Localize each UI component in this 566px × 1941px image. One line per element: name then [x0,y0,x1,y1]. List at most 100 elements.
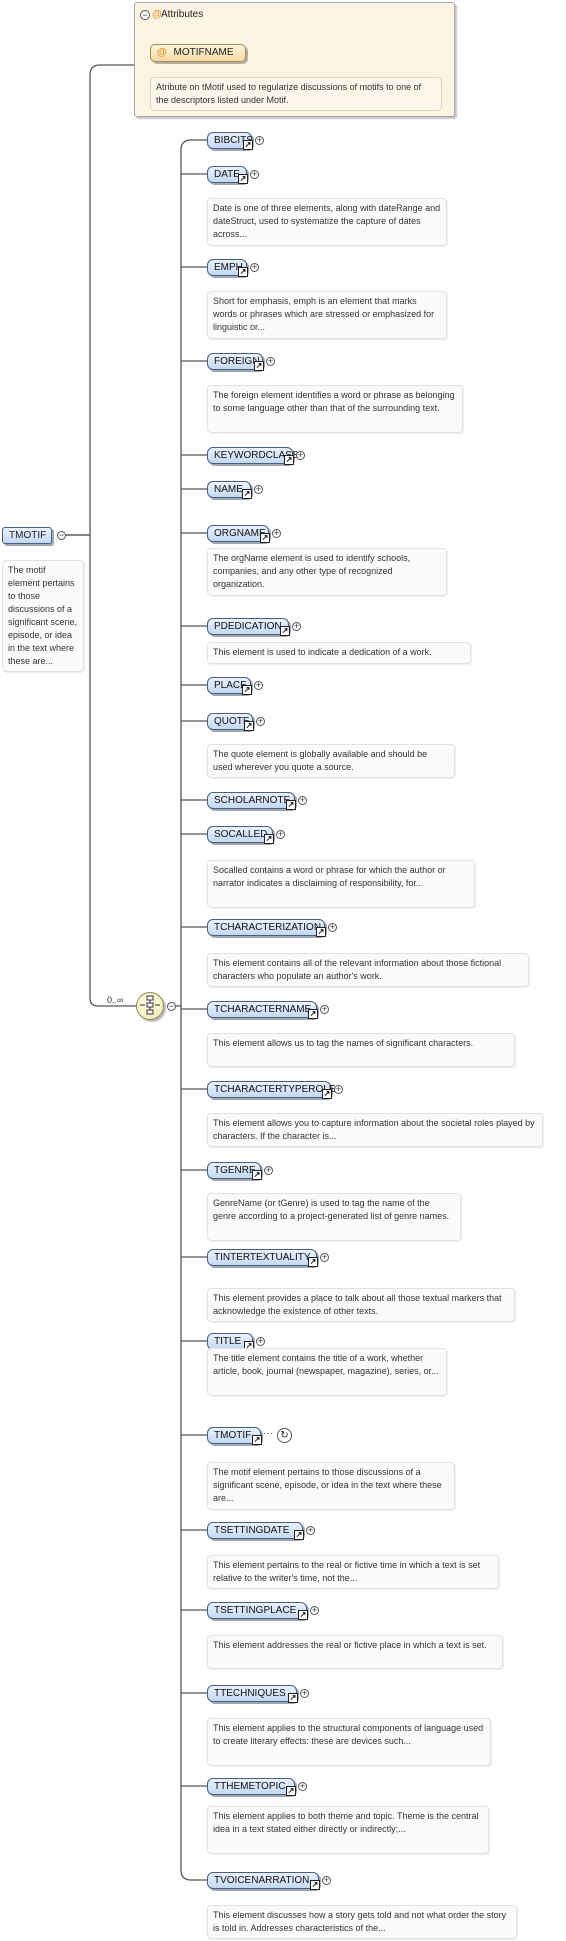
reference-arrow-icon: ↗ [252,1435,262,1445]
recursion-icon[interactable]: ↻ [277,1428,292,1443]
reference-arrow-icon: ↗ [316,927,326,937]
element-description: This element addresses the real or ficti… [207,1635,503,1669]
reference-arrow-icon: ↗ [254,361,264,371]
reference-arrow-icon: ↗ [244,721,254,731]
element-description: The orgName element is used to identify … [207,548,447,596]
element-title[interactable]: TITLE↗ [207,1333,254,1351]
element-scholarnote[interactable]: SCHOLARNOTE↗ [207,792,296,810]
expand-tsettingdate-button[interactable]: + [306,1525,315,1535]
reference-arrow-icon: ↗ [238,267,248,277]
sequence-compositor-icon[interactable] [136,992,164,1020]
element-name: TITLE [214,1336,242,1347]
expand-tsettingplace-button[interactable]: + [310,1605,319,1615]
element-tsettingdate[interactable]: TSETTINGDATE↗ [207,1522,304,1540]
attributes-collapse-button[interactable]: − [140,10,150,20]
element-name: PDEDICATION [214,621,282,632]
element-pdedication[interactable]: PDEDICATION↗ [207,618,290,636]
reference-arrow-icon: ↗ [280,626,290,636]
element-foreign[interactable]: FOREIGN↗ [207,353,264,371]
element-description: This element pertains to the real or fic… [207,1555,499,1589]
element-date[interactable]: DATE↗ [207,166,248,184]
reference-arrow-icon: ↗ [322,1089,332,1099]
expand-tthemetopic-button[interactable]: + [298,1781,307,1791]
element-name: TINTERTEXTUALITY [214,1252,311,1263]
expand-tcharacterization-button[interactable]: + [328,922,337,932]
element-description: This element is used to indicate a dedic… [207,642,471,664]
reference-arrow-icon: ↗ [286,1786,296,1796]
expand-scholarnote-button[interactable]: + [298,795,307,805]
element-tintertextuality[interactable]: TINTERTEXTUALITY↗ [207,1249,318,1267]
trunk-bottom-connector [180,1869,207,1881]
expand-tintertextuality-button[interactable]: + [320,1252,329,1262]
reference-arrow-icon: ↗ [264,834,274,844]
element-name: ORGNAME [214,528,266,539]
expand-title-button[interactable]: + [256,1336,265,1346]
recursion-dots: ··· [263,1428,273,1439]
reference-arrow-icon: ↗ [260,533,270,543]
element-tthemetopic[interactable]: TTHEMETOPIC↗ [207,1778,296,1796]
reference-arrow-icon: ↗ [286,800,296,810]
element-emph[interactable]: EMPH↗ [207,259,248,277]
element-description: The quote element is globally available … [207,744,455,778]
element-name: TSETTINGDATE [214,1525,290,1536]
element-description: Socalled contains a word or phrase for w… [207,860,475,908]
element-tmotif[interactable]: TMOTIF↗ [207,1427,262,1445]
expand-keywordclass-button[interactable]: + [296,450,305,460]
expand-pdedication-button[interactable]: + [292,621,301,631]
element-name: TVOICENARRATION [214,1875,310,1886]
element-bibcits[interactable]: BIBCITS↗ [207,132,253,150]
attribute-motifname[interactable]: @ MOTIFNAME [150,44,246,62]
reference-arrow-icon: ↗ [238,174,248,184]
expand-socalled-button[interactable]: + [276,829,285,839]
element-keywordclass[interactable]: KEYWORDCLASS↗ [207,447,298,465]
root-element-tmotif[interactable]: TMOTIF [2,527,52,544]
expand-tcharactername-button[interactable]: + [320,1004,329,1014]
element-socalled[interactable]: SOCALLED↗ [207,826,274,844]
sequence-glyph [140,995,160,1015]
element-quote[interactable]: QUOTE↗ [207,713,254,731]
expand-ttechniques-button[interactable]: + [300,1688,309,1698]
expand-emph-button[interactable]: + [250,262,259,272]
expand-foreign-button[interactable]: + [266,356,275,366]
reference-arrow-icon: ↗ [308,1257,318,1267]
expand-tcharactertyperole-button[interactable]: + [334,1084,343,1094]
element-tcharacterization[interactable]: TCHARACTERIZATION↗ [207,919,326,937]
element-tgenre[interactable]: TGENRE↗ [207,1162,262,1180]
expand-tgenre-button[interactable]: + [264,1165,273,1175]
expand-tvoicenarration-button[interactable]: + [322,1875,331,1885]
expand-quote-button[interactable]: + [256,716,265,726]
element-place[interactable]: PLACE↗ [207,677,252,695]
element-name: TSETTINGPLACE [214,1605,297,1616]
expand-bibcits-button[interactable]: + [255,135,264,145]
root-element-name: TMOTIF [9,530,47,541]
element-name: TCHARACTERNAME [214,1004,312,1015]
element-tcharactername[interactable]: TCHARACTERNAME↗ [207,1001,318,1019]
element-tvoicenarration[interactable]: TVOICENARRATION↗ [207,1872,320,1890]
expand-place-button[interactable]: + [254,680,263,690]
element-name: TTECHNIQUES [214,1688,286,1699]
element-description: This element discusses how a story gets … [207,1905,517,1939]
element-ttechniques[interactable]: TTECHNIQUES↗ [207,1685,298,1703]
root-collapse-button[interactable]: − [57,530,66,540]
element-name: PLACE [214,680,247,691]
element-tsettingplace[interactable]: TSETTINGPLACE↗ [207,1602,308,1620]
attributes-panel: − @ Attributes @ MOTIFNAME Atribute on t… [134,2,455,117]
element-description: The motif element pertains to those disc… [207,1462,455,1510]
attribute-name: MOTIFNAME [173,47,234,58]
attribute-icon: @ [157,47,167,58]
element-description: Date is one of three elements, along wit… [207,198,447,246]
sequence-collapse-button[interactable]: − [167,1001,176,1011]
expand-name-button[interactable]: + [254,484,263,494]
element-name: TMOTIF [214,1430,252,1441]
expand-date-button[interactable]: + [250,169,259,179]
element-name: TCHARACTERIZATION [214,922,322,933]
reference-arrow-icon: ↗ [288,1693,298,1703]
sequence-occurrence: 0..∞ [107,995,124,1005]
attributes-title: Attributes [161,9,204,20]
element-description: This element allows us to tag the names … [207,1033,515,1067]
element-tcharactertyperole[interactable]: TCHARACTERTYPEROLE↗ [207,1081,336,1099]
expand-orgname-button[interactable]: + [272,528,281,538]
element-orgname[interactable]: ORGNAME↗ [207,525,270,543]
reference-arrow-icon: ↗ [308,1009,318,1019]
element-name[interactable]: NAME↗ [207,481,252,499]
